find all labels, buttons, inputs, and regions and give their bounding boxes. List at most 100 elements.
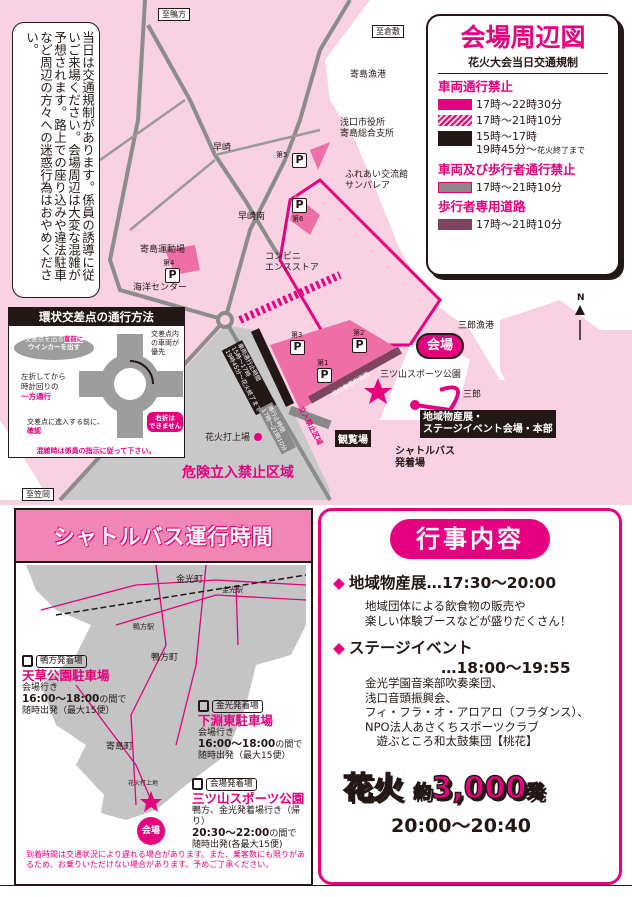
parking-4-icon: P bbox=[165, 268, 180, 283]
viewing-label: 観覧場 bbox=[335, 430, 371, 447]
shuttle-stop-1: シャトルバス bbox=[395, 446, 455, 457]
label-hayasaki: 早崎 bbox=[213, 143, 232, 153]
parking-4-label: 第4 bbox=[163, 259, 175, 267]
stop-time: 20:30～22:00 bbox=[192, 827, 270, 839]
footer-divider bbox=[0, 885, 632, 886]
roundabout-diagram bbox=[14, 334, 183, 438]
stop-name: 天草公園駐車場 bbox=[22, 668, 110, 683]
shuttle-stop-2: 発着場 bbox=[395, 458, 425, 469]
label-launch: 花火打上場 bbox=[205, 433, 251, 443]
bus-icon bbox=[22, 655, 33, 667]
legend-subtitle: 花火大会当日交通規制 bbox=[438, 54, 608, 74]
legend-pink-time: 17時～22時30分 bbox=[476, 98, 562, 111]
parking-6-label: 第6 bbox=[292, 215, 304, 223]
stop-freq: 随時出発（最大15便） bbox=[22, 706, 115, 716]
shuttle-stop-dot bbox=[410, 400, 420, 410]
roundabout-guide: 環状交差点の通行方法 交差点を出る直前にウインカーを出す 交差点内の車両が優先 … bbox=[8, 307, 185, 458]
hatched-road bbox=[238, 271, 342, 324]
legend-row-gray: 17時～21時10分 bbox=[438, 181, 608, 194]
parking-5-label: 第5 bbox=[276, 151, 288, 159]
gray-road bbox=[288, 405, 332, 430]
legend-title: 会場周辺図 bbox=[460, 23, 586, 52]
shuttle-note: 到着時間は交通状況により遅れる場合があります。また、乗客数にも限りがあるため、お… bbox=[26, 850, 306, 869]
venue-star bbox=[364, 378, 392, 404]
stop-dest: 会場行き bbox=[22, 683, 59, 693]
shuttle-title: シャトルバス運行時間 bbox=[16, 510, 311, 563]
shuttle-route bbox=[414, 385, 460, 413]
label-conveni-1: コンビニ bbox=[265, 252, 302, 262]
label-marine-center: 海洋センター bbox=[133, 283, 188, 293]
event-bussan-desc: 地域団体による飲食物の販売や楽しい体験ブースなどが盛りだくさん！ bbox=[365, 599, 572, 628]
legend-box: 会場周辺図 花火大会当日交通規制 車両通行禁止 17時～22時30分 17時～2… bbox=[426, 14, 620, 276]
swatch-black bbox=[438, 131, 472, 146]
parking-2-icon: P bbox=[352, 338, 367, 353]
legend-black-time-3: 花火終了まで bbox=[537, 146, 585, 155]
hq-line-2: ステージイベント会場・本部 bbox=[423, 424, 553, 435]
label-city-office-2: 寄島総合支所 bbox=[340, 129, 395, 139]
venue-bubble: 会場 bbox=[416, 333, 464, 359]
parking-1-label: 第1 bbox=[317, 359, 329, 367]
stop-name: 下淵東駐車場 bbox=[198, 713, 274, 728]
vehicle-ban-heading: 車両通行禁止 bbox=[438, 79, 514, 94]
stop-dest: 鴨方、金光発着場行き（帰り） bbox=[192, 806, 301, 827]
danger-zone-label: 危険立入禁止区域 bbox=[182, 465, 294, 481]
hq-line-1: 地域物産展・ bbox=[423, 412, 483, 423]
event-stage-time: …18:00～19:55 bbox=[441, 659, 571, 677]
event-stage-desc: 金光学園音楽部吹奏楽団、浅口音頭振興会、フィ・フラ・オ・アロアロ（フラダンス）、… bbox=[365, 676, 589, 748]
swatch-gray bbox=[438, 182, 472, 193]
label-fureai-1: ふれあい交流館 bbox=[345, 170, 409, 180]
minor-roads bbox=[99, 98, 321, 231]
parking-5-icon: P bbox=[292, 153, 307, 168]
roundabout-confirm: 交差点に進入する前に、確認 bbox=[27, 418, 104, 435]
hq-label: 地域物産展・ ステージイベント会場・本部 bbox=[420, 410, 556, 438]
roundabout-left: 左折してから時計回りの一方通行 bbox=[21, 372, 66, 401]
bus-icon bbox=[198, 700, 209, 712]
legend-hatch-time: 17時～21時10分 bbox=[476, 114, 562, 127]
shuttle-map bbox=[26, 565, 307, 845]
black-road bbox=[250, 328, 295, 407]
event-bussan: ◆地域物産展…17:30～20:00 bbox=[333, 574, 557, 592]
label-saburo: 三郎 bbox=[463, 390, 482, 400]
roundabout-priority: 交差点内の車両が優先 bbox=[151, 330, 179, 356]
label-hayasaki-minami: 早崎南 bbox=[238, 212, 266, 222]
park-area bbox=[380, 345, 470, 420]
stop-tag: 会場発着場 bbox=[206, 778, 257, 791]
parking-2-label: 第2 bbox=[353, 329, 365, 337]
venue-circle-bg bbox=[137, 817, 165, 845]
stop-time: 16:00～18:00 bbox=[22, 693, 100, 705]
fireworks-headline: 花火 約3,000発 bbox=[342, 770, 545, 807]
stop-freq: 随時出発（最大15便） bbox=[198, 751, 291, 761]
dest-kurashiki: 至倉敷 bbox=[372, 25, 404, 38]
label-park: 三ツ山スポーツ公園 bbox=[380, 370, 461, 380]
roundabout-bubble: 交差点を出る直前にウインカーを出す bbox=[24, 335, 84, 351]
stop-dest: 会場行き bbox=[198, 728, 235, 738]
town-yorishima: 寄島町 bbox=[106, 742, 134, 752]
stop-tag: 鴨方発着場 bbox=[36, 655, 87, 668]
no-right-turn-badge: 右折はできません bbox=[147, 412, 184, 432]
stop-konko: 金光発着場 下淵東駐車場 会場行き 16:00～18:00の間で 随時出発（最大… bbox=[198, 700, 303, 761]
town-konko: 金光町 bbox=[176, 575, 204, 585]
swatch-purple bbox=[438, 219, 472, 230]
shuttle-schedule: シャトルバス運行時間 金光町 鴨方町 寄島町 金光駅 鴨方駅 花火打上地 会場 … bbox=[14, 508, 313, 886]
station-konko: 金光駅 bbox=[222, 586, 243, 594]
saburo-land bbox=[500, 300, 632, 430]
label-yorishima-port: 寄島漁港 bbox=[350, 70, 387, 80]
launch-dot bbox=[254, 433, 262, 441]
stop-venue: 会場発着場 三ツ山スポーツ公園 鴨方、金光発着場行き（帰り） 20:30～22:… bbox=[192, 778, 311, 851]
legend-row-pink: 17時～22時30分 bbox=[438, 98, 608, 111]
diamond-icon: ◆ bbox=[333, 639, 345, 657]
events-box: 行事内容 ◆地域物産展…17:30～20:00 地域団体による飲食物の販売や楽し… bbox=[318, 508, 622, 885]
area-map: 当日は交通規制があります。係員の誘導に従いご来場ください。会場周辺は大変な混雑が… bbox=[0, 0, 632, 505]
vehicle-ped-ban-heading: 車両及び歩行者通行禁止 bbox=[438, 162, 576, 177]
venue-circle: 会場 bbox=[142, 826, 161, 836]
legend-black-time-2: 19時45分～ bbox=[476, 143, 537, 156]
stop-name: 三ツ山スポーツ公園 bbox=[192, 791, 305, 806]
purple-road bbox=[308, 346, 402, 404]
label-conveni-2: エンスストア bbox=[265, 263, 319, 273]
legend-row-purple: 17時～21時10分 bbox=[438, 218, 608, 231]
label-city-office-1: 浅口市役所 bbox=[340, 118, 386, 128]
event-stage: ◆ステージイベント bbox=[333, 639, 473, 657]
swatch-hatch bbox=[438, 115, 472, 126]
label-ground: 寄島運動場 bbox=[140, 245, 186, 255]
